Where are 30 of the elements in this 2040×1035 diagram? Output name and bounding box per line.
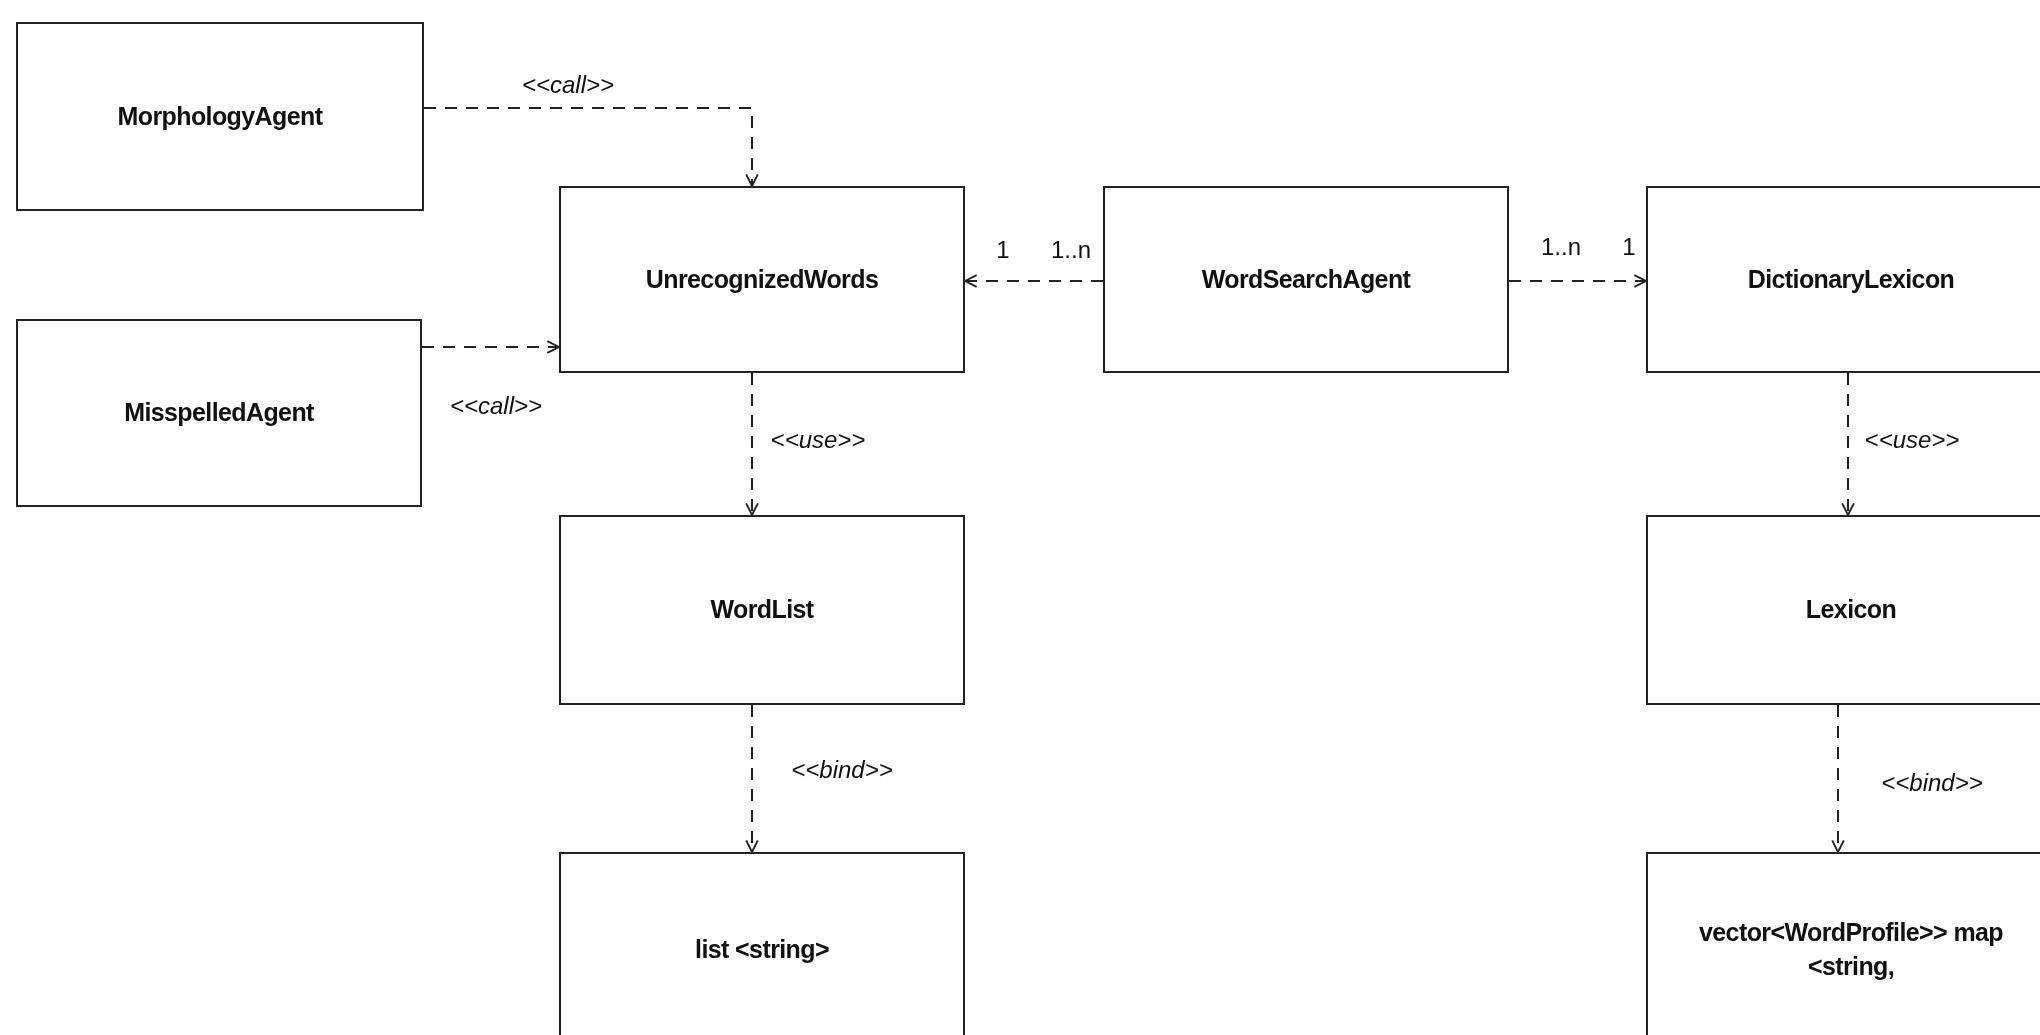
multiplicity-label: 1 — [996, 236, 1010, 264]
class-box — [1646, 852, 2040, 1035]
dependency-arrow — [745, 372, 759, 516]
class-box — [1646, 515, 2040, 705]
class-name: WordSearchAgent — [1201, 263, 1411, 295]
class-box — [16, 319, 422, 507]
class-name: UnrecognizedWords — [645, 263, 879, 295]
class-name: WordList — [710, 594, 814, 626]
multiplicity-label: 1..n — [1541, 233, 1581, 261]
class-box — [1646, 186, 2040, 373]
dependency-arrow — [1841, 372, 1855, 516]
class-box — [16, 22, 424, 211]
class-box — [559, 515, 965, 705]
dependency-arrow — [1831, 704, 1845, 853]
multiplicity-label: 1 — [1622, 233, 1636, 261]
dependency-arrow — [421, 340, 560, 354]
class-name: vector<WordProfile>> map <string, — [1698, 916, 2004, 982]
dependency-arrow — [964, 274, 1104, 288]
class-name: list <string> — [695, 933, 829, 965]
class-name: DictionaryLexicon — [1747, 263, 1955, 295]
class-name: MorphologyAgent — [117, 100, 323, 132]
dependency-arrow — [423, 107, 759, 187]
class-box — [559, 186, 965, 373]
class-box — [1103, 186, 1509, 373]
class-name: MisspelledAgent — [124, 397, 314, 429]
class-name: Lexicon — [1805, 594, 1897, 626]
dependency-arrow — [745, 704, 759, 853]
dependency-arrow — [1508, 274, 1647, 288]
class-box — [559, 852, 965, 1035]
multiplicity-label: 1..n — [1051, 236, 1091, 264]
